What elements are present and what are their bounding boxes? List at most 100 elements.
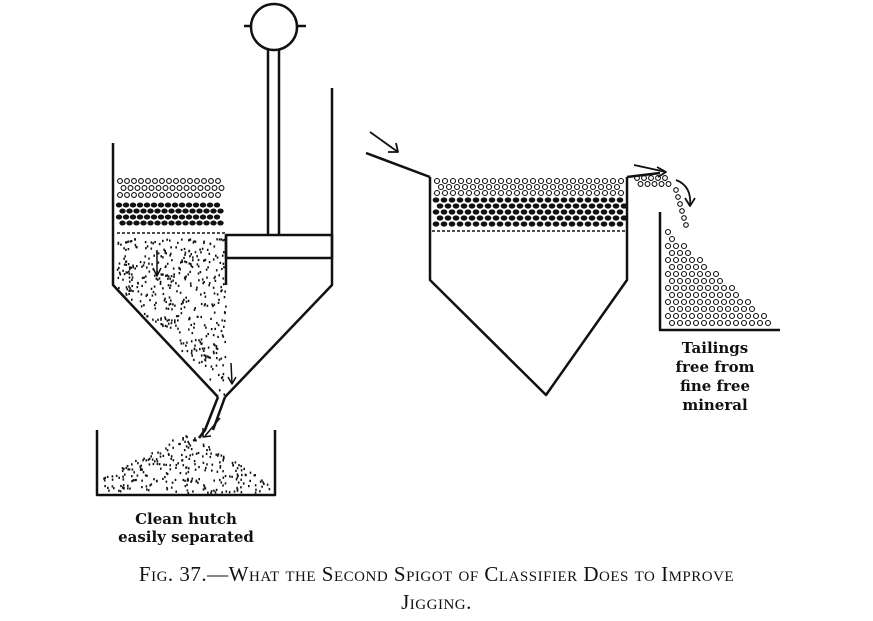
tailings-particle — [708, 305, 716, 313]
fine-particle — [189, 270, 191, 273]
fine-particle — [117, 276, 120, 279]
coarse-particle — [141, 185, 148, 191]
heavy-particle — [129, 202, 137, 208]
tailings-particle — [728, 284, 736, 292]
tailings-particle — [700, 263, 708, 271]
fine-particle — [167, 275, 170, 278]
fine-particle — [164, 249, 166, 253]
heavy-particle — [115, 202, 123, 208]
hutch-particle — [202, 461, 205, 464]
fine-particle — [203, 281, 205, 284]
tailings-particle — [752, 312, 760, 320]
fine-particle — [208, 261, 211, 264]
fine-particle — [218, 373, 220, 377]
fine-particle — [170, 252, 172, 255]
classifier-coarse-particle — [441, 177, 449, 185]
tailings-label: Tailings free from fine free mineral — [640, 339, 790, 415]
fine-particle — [212, 305, 214, 308]
tailings-particle — [704, 270, 712, 278]
tailings-particle — [720, 298, 728, 306]
classifier-coarse-particle — [441, 189, 449, 197]
heavy-particle — [217, 208, 224, 214]
fine-particle — [179, 291, 182, 294]
hutch-particle — [166, 486, 168, 490]
hutch-particle — [115, 474, 118, 477]
classifier-heavy-particle — [528, 209, 536, 215]
tailings-particle — [684, 319, 692, 327]
fine-particle — [141, 284, 143, 287]
fine-particle — [216, 347, 219, 350]
fine-particle — [143, 261, 146, 264]
classifier-heavy-particle — [548, 203, 556, 209]
fine-particle — [201, 360, 203, 363]
fine-particle — [181, 260, 184, 263]
fine-particle — [175, 315, 178, 318]
tailings-particle — [704, 312, 712, 320]
classifier-heavy-particle — [536, 197, 544, 203]
hutch-particle — [140, 464, 142, 467]
tailings-particle — [668, 249, 676, 257]
heavy-particle — [182, 220, 189, 226]
hutch-particle — [219, 461, 221, 464]
coarse-particle — [138, 178, 144, 184]
fine-particle — [118, 286, 120, 290]
fine-particle — [217, 335, 219, 338]
coarse-particle — [180, 192, 186, 198]
classifier-heavy-particle — [560, 197, 568, 203]
hutch-particle — [134, 478, 137, 482]
fine-particle — [221, 334, 224, 337]
fine-particle — [213, 277, 216, 280]
tailings-particle — [664, 256, 672, 264]
classifier-coarse-particle — [609, 177, 617, 185]
hutch-particle — [197, 451, 200, 455]
hutch-particle — [168, 443, 171, 446]
fine-particle — [131, 273, 133, 276]
hutch-particle — [111, 478, 114, 481]
hutch-particle — [194, 463, 196, 466]
fine-particle — [157, 252, 160, 255]
fine-particle — [167, 284, 170, 287]
classifier-heavy-particle — [456, 209, 464, 215]
hutch-particle — [170, 486, 173, 489]
fine-particle — [157, 261, 160, 264]
falling-particle — [677, 201, 683, 207]
classifier-heavy-particle — [500, 215, 508, 221]
fine-particle — [152, 291, 155, 294]
classifier-heavy-particle — [596, 215, 604, 221]
fine-particle — [166, 238, 168, 241]
fine-particle — [208, 282, 211, 285]
fine-particle — [193, 358, 195, 361]
fine-particle — [193, 326, 195, 329]
classifier-heavy-particle — [464, 221, 472, 227]
fine-particle — [188, 239, 190, 242]
hutch-particle — [222, 459, 224, 462]
fine-particle — [201, 278, 204, 281]
classifier-coarse-particle — [513, 177, 521, 185]
fine-particle — [187, 273, 190, 276]
hutch-particle — [236, 488, 239, 491]
fine-particle — [166, 274, 169, 277]
classifier-heavy-particle — [516, 215, 524, 221]
fine-particle — [196, 255, 198, 258]
fine-particle — [169, 254, 171, 257]
fine-particle — [189, 255, 191, 258]
falling-particle — [679, 208, 685, 214]
tailings-label-line-2: free from — [675, 358, 755, 376]
fine-particle — [129, 280, 131, 283]
hutch-particle — [187, 446, 190, 449]
tailings-particle — [696, 298, 704, 306]
hutch-particle — [120, 484, 122, 488]
classifier-heavy-particle — [496, 221, 504, 227]
classifier-heavy-particle — [460, 215, 468, 221]
fine-particle — [125, 241, 127, 244]
plunger-head — [224, 233, 334, 260]
hutch-particle — [205, 466, 207, 470]
tailings-particle — [692, 305, 700, 313]
tailings-particle — [732, 291, 740, 299]
heavy-particle — [164, 214, 172, 220]
hutch-particle — [236, 473, 239, 476]
tailings-particle — [744, 298, 752, 306]
fine-particle — [198, 361, 201, 364]
hutch-particle — [128, 468, 131, 471]
classifier-heavy-particle — [576, 209, 584, 215]
